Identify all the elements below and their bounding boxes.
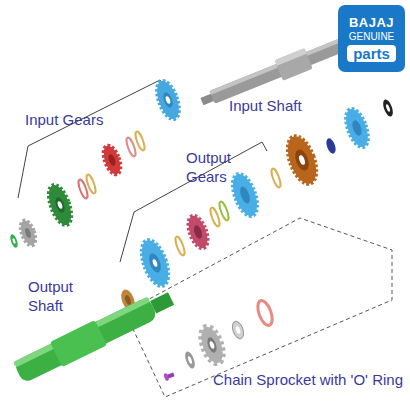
part-label: Chain Sprocket with 'O' Ring (213, 370, 408, 389)
gear (153, 78, 184, 122)
gear (342, 106, 373, 150)
gear (185, 213, 212, 250)
logo-text: GENUINE (349, 30, 395, 43)
bracket (120, 142, 267, 262)
dashed-outline (125, 218, 392, 397)
logo-text: BAJAJ (349, 15, 394, 30)
gear (136, 237, 173, 290)
chain-sprocket (197, 324, 227, 366)
part-label: Input Gears (25, 110, 145, 129)
o-ring (255, 299, 275, 328)
gear (282, 132, 322, 187)
logo-text: parts (347, 45, 396, 62)
gear (228, 171, 262, 219)
gear (44, 182, 75, 228)
bracket (18, 80, 167, 198)
gear (18, 219, 38, 248)
part-label: Output Gears (186, 148, 241, 186)
brand-logo: BAJAJGENUINE parts (338, 5, 405, 72)
gear (100, 144, 123, 177)
part-label: Input Shaft (229, 96, 349, 115)
part-label: Output Shaft (28, 277, 83, 315)
